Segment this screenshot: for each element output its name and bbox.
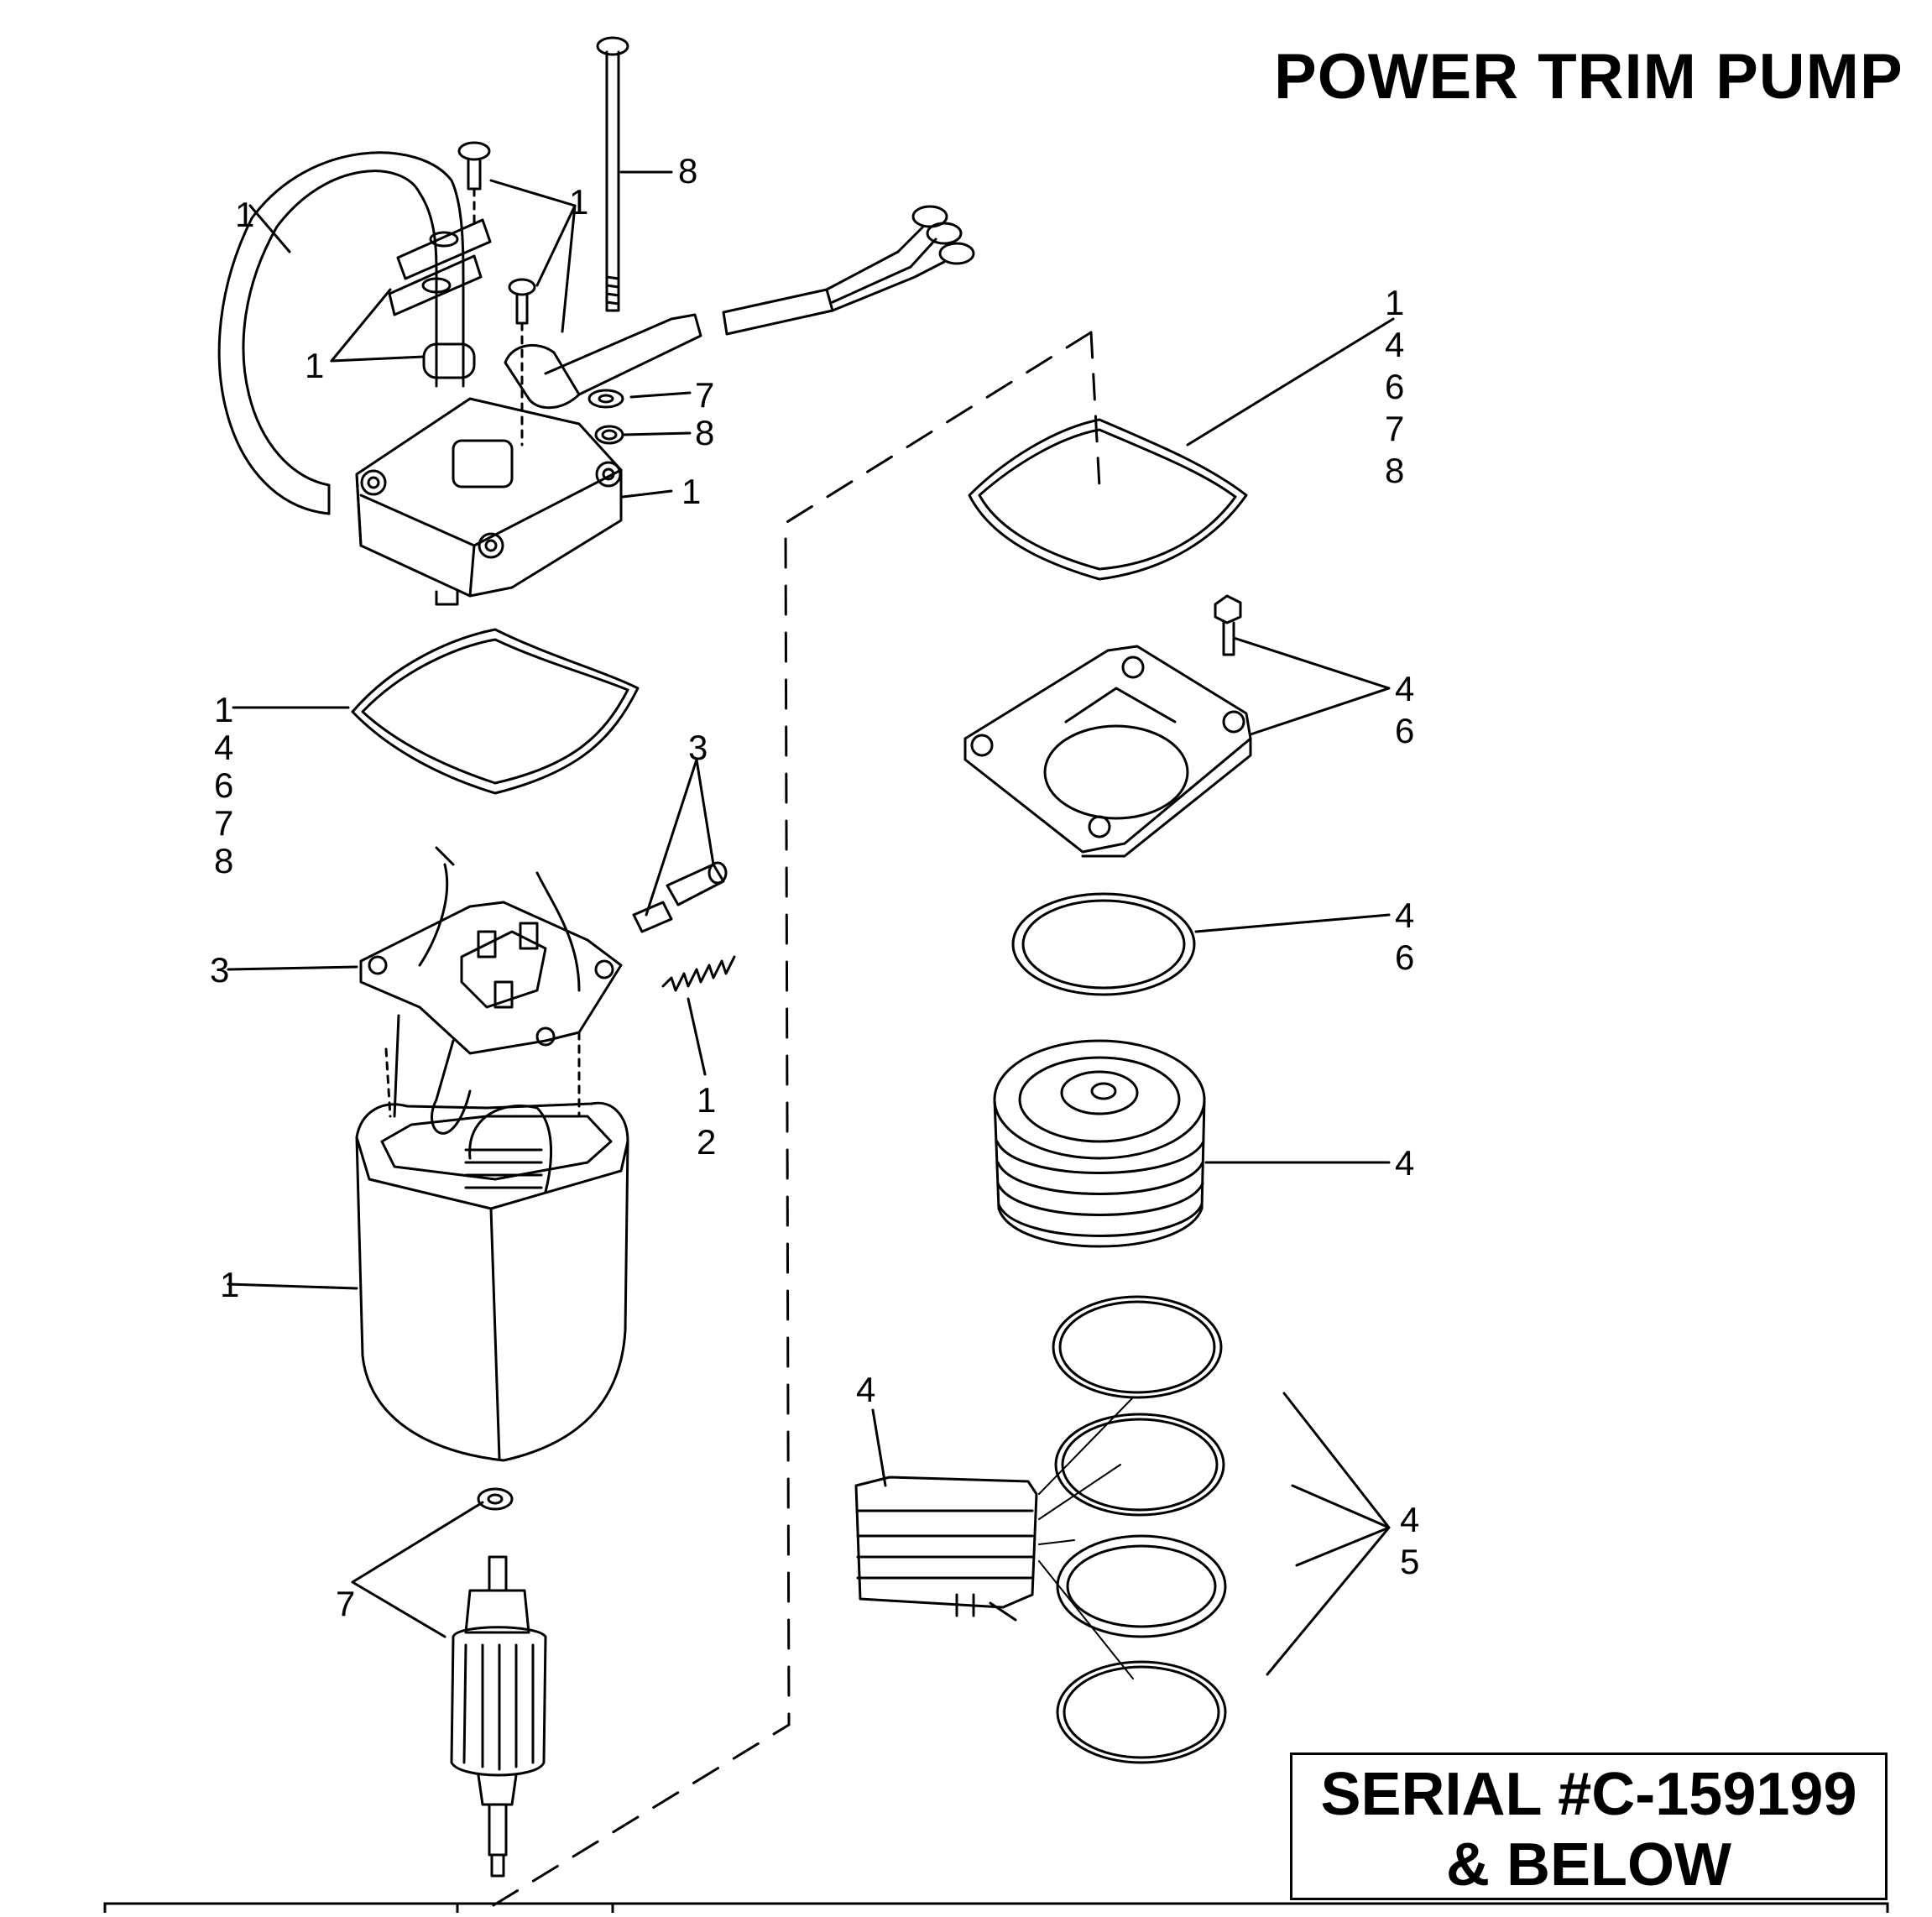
svg-text:4: 4 — [1385, 325, 1404, 364]
valve-body-part — [854, 1476, 1038, 1622]
svg-text:7: 7 — [1385, 409, 1404, 448]
screw-parts — [457, 141, 536, 447]
callout-washer: 7 — [695, 375, 714, 415]
callout-armature: 7 — [336, 1584, 355, 1623]
long-bolt-part — [596, 36, 629, 312]
large-oring-part — [1011, 892, 1196, 996]
wire-harness — [504, 205, 975, 410]
callout-end-cap: 1 — [681, 472, 701, 511]
svg-text:6: 6 — [1385, 367, 1404, 406]
svg-text:5: 5 — [1400, 1542, 1419, 1581]
callout-pump-base: 4 6 — [1395, 669, 1414, 750]
svg-text:1: 1 — [1385, 283, 1404, 322]
callout-brush-plate: 3 — [210, 950, 229, 990]
bottom-table-edge — [103, 1902, 1889, 1913]
oring-left-part — [351, 628, 640, 795]
callout-valve-body: 4 — [856, 1370, 875, 1409]
hose-flange-plates — [388, 218, 492, 388]
svg-text:6: 6 — [1395, 711, 1414, 750]
pump-base-part — [963, 645, 1252, 858]
svg-text:1: 1 — [214, 690, 233, 729]
valve-orings-part — [1038, 1295, 1227, 1764]
brush-parts — [632, 861, 728, 933]
dashed-line-right-vertical — [1089, 331, 1101, 488]
callout-spring: 1 2 — [697, 1080, 716, 1162]
spring-part — [661, 955, 736, 992]
serial-box: SERIAL #C-159199 & BELOW — [1290, 1752, 1888, 1900]
armature-washer — [477, 1487, 514, 1511]
callout-brush-parts: 3 — [688, 728, 708, 767]
washer-part — [587, 389, 624, 409]
callout-oring-left: 1 4 6 7 8 — [214, 690, 233, 880]
end-cap-part — [355, 397, 623, 606]
callout-seal: 8 — [695, 413, 714, 452]
svg-text:1: 1 — [697, 1080, 716, 1120]
motor-frame-part — [355, 1101, 629, 1462]
callout-pump-body: 4 — [1395, 1143, 1414, 1183]
callout-large-oring: 4 6 — [1395, 896, 1414, 977]
callout-long-bolt: 8 — [678, 151, 697, 191]
svg-text:7: 7 — [214, 803, 233, 843]
svg-text:6: 6 — [1395, 938, 1414, 977]
svg-text:4: 4 — [1400, 1500, 1419, 1539]
oring-right-part — [968, 418, 1248, 581]
serial-line-1: SERIAL #C-159199 — [1320, 1761, 1857, 1828]
serial-line-2: & BELOW — [1446, 1831, 1731, 1899]
callout-labels: 1 1 1 8 7 8 1 1 4 6 7 8 3 3 1 2 1 7 1 4 … — [210, 151, 1419, 1623]
pump-body-part — [993, 1039, 1206, 1248]
svg-text:2: 2 — [697, 1122, 716, 1162]
callout-motor-frame: 1 — [220, 1265, 239, 1304]
svg-text:6: 6 — [214, 765, 233, 805]
callout-hose: 1 — [235, 195, 254, 234]
svg-text:4: 4 — [1395, 669, 1414, 708]
svg-text:8: 8 — [214, 841, 233, 880]
hose-part — [217, 151, 465, 515]
armature-part — [450, 1555, 547, 1878]
callout-valve-orings: 4 5 — [1400, 1500, 1419, 1581]
callout-screws: 1 — [569, 182, 588, 222]
assembly-dashed-line — [492, 331, 1093, 1907]
pump-base-screw — [1214, 594, 1242, 656]
svg-text:4: 4 — [214, 728, 233, 767]
page-title: POWER TRIM PUMP — [1274, 41, 1903, 112]
leader-lines — [227, 170, 1395, 1676]
svg-text:8: 8 — [1385, 451, 1404, 490]
callout-flange: 1 — [305, 346, 324, 385]
svg-text:4: 4 — [1395, 896, 1414, 935]
seal-part — [594, 425, 624, 445]
brush-plate-part — [359, 846, 623, 1135]
callout-oring-right: 1 4 6 7 8 — [1385, 283, 1404, 490]
